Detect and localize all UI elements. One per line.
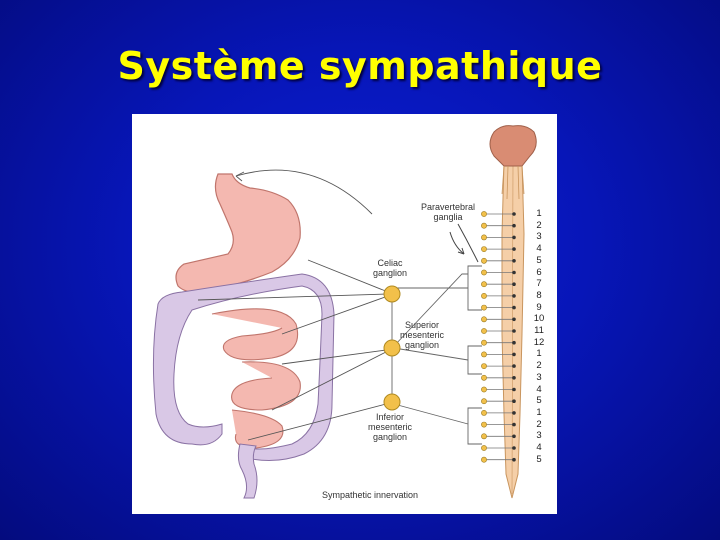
spinal-segment-label: 2 [528,361,550,371]
cord-root-dot [512,212,516,216]
spinal-segment-label: 9 [528,303,550,313]
cord-root-dot [512,259,516,263]
paravertebral-ganglion [481,282,486,287]
paravertebral-ganglion [481,352,486,357]
cord-root-dot [512,399,516,403]
spinal-segment-label: 1 [528,349,550,359]
spinal-segment-label: 5 [528,256,550,266]
spinal-segment-label: 1 [528,408,550,418]
cord-root-dot [512,282,516,286]
spinal-segment-label: 1 [528,209,550,219]
cord-root-dot [512,458,516,462]
cord-root-dot [512,423,516,427]
spinal-segment-label: 12 [528,338,550,348]
paravertebral-ganglion [481,305,486,310]
paravertebral-ganglion [481,457,486,462]
cord-root-dot [512,353,516,357]
inferior-mesenteric-ganglion [384,394,400,410]
diagram-drawing [132,114,557,514]
spinal-segment-label: 8 [528,291,550,301]
paravertebral-ganglion [481,445,486,450]
spinal-segment-label: 3 [528,431,550,441]
paravertebral-ganglion [481,223,486,228]
spinal-segment-label: 3 [528,232,550,242]
paravertebral-ganglion [481,340,486,345]
cord-root-dot [512,364,516,368]
paravertebral-ganglion [481,399,486,404]
celiac-ganglion [384,286,400,302]
paravertebral-ganglion [481,422,486,427]
paravertebral-ganglion [481,317,486,322]
figure-caption: Sympathetic innervation [322,490,442,500]
cord-root-dot [512,376,516,380]
label-inferior-mesenteric-ganglion: Inferior mesenteric ganglion [358,412,422,442]
label-celiac-ganglion: Celiac ganglion [360,258,420,278]
cord-root-dot [512,247,516,251]
cord-root-dot [512,435,516,439]
cord-root-dot [512,318,516,322]
spinal-segment-label: 5 [528,455,550,465]
cord-root-dot [512,306,516,310]
cord-root-dot [512,294,516,298]
label-paravertebral-ganglia: Paravertebral ganglia [418,202,478,222]
label-superior-mesenteric-ganglion: Superior mesenteric ganglion [390,320,454,350]
cord-root-dot [512,271,516,275]
spinal-segment-label: 4 [528,385,550,395]
cord-root-dot [512,388,516,392]
spinal-segment-label: 5 [528,396,550,406]
paravertebral-ganglion [481,364,486,369]
small-intestine [212,309,300,448]
spinal-segment-label: 4 [528,443,550,453]
paravertebral-ganglion [481,434,486,439]
brainstem [490,126,536,166]
cord-root-dot [512,341,516,345]
paravertebral-ganglion [481,410,486,415]
cord-root-dot [512,236,516,240]
rectum [238,444,257,498]
paravertebral-arrows [450,224,478,262]
stomach [176,174,300,292]
paravertebral-ganglion [481,235,486,240]
spinal-segment-label: 7 [528,279,550,289]
paravertebral-ganglion [481,328,486,333]
paravertebral-ganglion [481,293,486,298]
paravertebral-ganglion [481,375,486,380]
spinal-segment-label: 10 [528,314,550,324]
paravertebral-ganglion [481,387,486,392]
spinal-segment-label: 2 [528,420,550,430]
paravertebral-ganglion [481,247,486,252]
cord-root-dot [512,411,516,415]
cord-root-dot [512,329,516,333]
spinal-segment-label: 6 [528,268,550,278]
spinal-segment-label: 2 [528,221,550,231]
cord-root-dot [512,446,516,450]
spinal-segment-label: 3 [528,373,550,383]
sympathetic-innervation-figure: Paravertebral ganglia Celiac ganglion Su… [132,114,557,514]
paravertebral-ganglion [481,258,486,263]
paravertebral-ganglion [481,270,486,275]
spinal-segment-label: 11 [528,326,550,336]
spinal-segment-label: 4 [528,244,550,254]
cord-root-dot [512,224,516,228]
paravertebral-ganglion [481,211,486,216]
slide-title: Système sympathique [0,44,720,88]
